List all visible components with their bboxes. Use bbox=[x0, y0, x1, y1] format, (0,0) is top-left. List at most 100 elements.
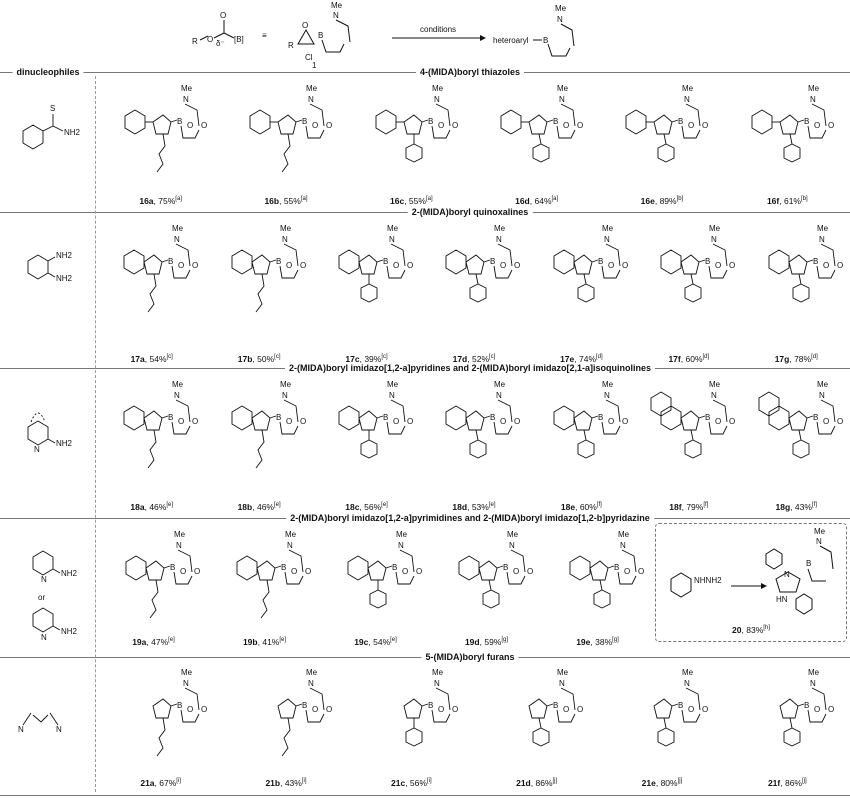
compound-id: 19d bbox=[464, 637, 480, 647]
atom-label: O bbox=[563, 705, 569, 714]
compound-label: 21e, 80%[j] bbox=[641, 778, 683, 788]
atom-label: or bbox=[38, 593, 45, 602]
footnote: [e] bbox=[279, 637, 287, 644]
atom-label: B bbox=[804, 117, 809, 126]
svg-text:B: B bbox=[806, 559, 811, 568]
atom-label: O bbox=[688, 705, 694, 714]
atom-label: N bbox=[282, 391, 288, 400]
compound-label: 21d, 86%[j] bbox=[516, 778, 558, 788]
atom-label: B bbox=[598, 257, 603, 266]
svg-text:1: 1 bbox=[312, 61, 317, 70]
atom-label: B bbox=[383, 413, 388, 422]
compound-1-structure: R O Cl B N Me 1 bbox=[288, 1, 351, 70]
atom-label: O bbox=[416, 567, 422, 576]
atom-label: B bbox=[281, 563, 286, 572]
compound-label: 16b, 55%[a] bbox=[264, 196, 308, 206]
compound-id: 19b bbox=[242, 637, 258, 647]
atom-label: NH2 bbox=[64, 128, 81, 137]
compound-id: 19c bbox=[354, 637, 369, 647]
yield: 80% bbox=[660, 778, 678, 788]
compound-label: 21c, 56%[i] bbox=[391, 778, 432, 788]
compound-id: 21f bbox=[767, 778, 781, 788]
atom-label: O bbox=[638, 567, 644, 576]
yield: 59% bbox=[484, 637, 502, 647]
yield: 41% bbox=[262, 637, 280, 647]
atom-label: Me bbox=[494, 224, 506, 233]
atom-label: O bbox=[500, 417, 506, 426]
compound-label: 18g, 43%[f] bbox=[775, 502, 817, 512]
atom-label: O bbox=[577, 705, 583, 714]
atom-label: B bbox=[177, 701, 182, 710]
atom-label: B bbox=[168, 257, 173, 266]
footnote: [b] bbox=[800, 196, 808, 203]
atom-label: N bbox=[41, 633, 47, 642]
atom-label: B bbox=[678, 117, 683, 126]
yield: 75% bbox=[158, 196, 176, 206]
atom-label: N bbox=[509, 541, 515, 550]
compound-id: 16f bbox=[766, 196, 780, 206]
atom-label: N bbox=[684, 679, 690, 688]
compound-label: 19e, 38%[g] bbox=[576, 637, 619, 647]
atom-label: Me bbox=[172, 224, 184, 233]
compound-id: 16c bbox=[390, 196, 405, 206]
atom-label: Me bbox=[507, 530, 519, 539]
compound-label: 18b, 46%[e] bbox=[237, 502, 281, 512]
yield: 78% bbox=[794, 354, 812, 364]
svg-text:N: N bbox=[333, 11, 339, 20]
atom-label: O bbox=[180, 567, 186, 576]
compound-id: 18c bbox=[345, 502, 360, 512]
compound-20-scheme: NHNH2 N HN B N Me bbox=[670, 527, 834, 615]
atom-label: NH2 bbox=[56, 439, 73, 448]
atom-label: N bbox=[287, 541, 293, 550]
atom-label: B bbox=[705, 413, 710, 422]
atom-label: Me bbox=[709, 224, 721, 233]
compound-label: 21b, 43%[i] bbox=[265, 778, 307, 788]
compound-label-20: 20, 83%[h] bbox=[732, 625, 770, 635]
compound-label: 19d, 59%[g] bbox=[464, 637, 509, 647]
compound-label: 19c, 54%[e] bbox=[354, 637, 397, 647]
footnote: [i] bbox=[176, 778, 181, 785]
footnote: [g] bbox=[612, 637, 619, 644]
compound-label: 17b, 50%[c] bbox=[237, 354, 281, 364]
atom-label: N bbox=[819, 235, 825, 244]
footnote: [d] bbox=[596, 354, 603, 361]
yield: 64% bbox=[534, 196, 552, 206]
compound-label: 18e, 60%[f] bbox=[560, 502, 602, 512]
svg-text:Me: Me bbox=[331, 1, 343, 10]
atom-label: N bbox=[819, 391, 825, 400]
footnote: [c] bbox=[489, 354, 496, 361]
atom-label: Me bbox=[602, 380, 614, 389]
atom-label: N bbox=[176, 541, 182, 550]
atom-label: N bbox=[559, 679, 565, 688]
footnote: [e] bbox=[166, 502, 173, 509]
atom-label: N bbox=[308, 95, 314, 104]
atom-label: Me bbox=[808, 84, 820, 93]
yield: 43% bbox=[794, 502, 812, 512]
yield: 86% bbox=[535, 778, 553, 788]
atom-label: O bbox=[291, 567, 297, 576]
atom-label: Me bbox=[181, 84, 193, 93]
atom-label: Me bbox=[174, 530, 186, 539]
